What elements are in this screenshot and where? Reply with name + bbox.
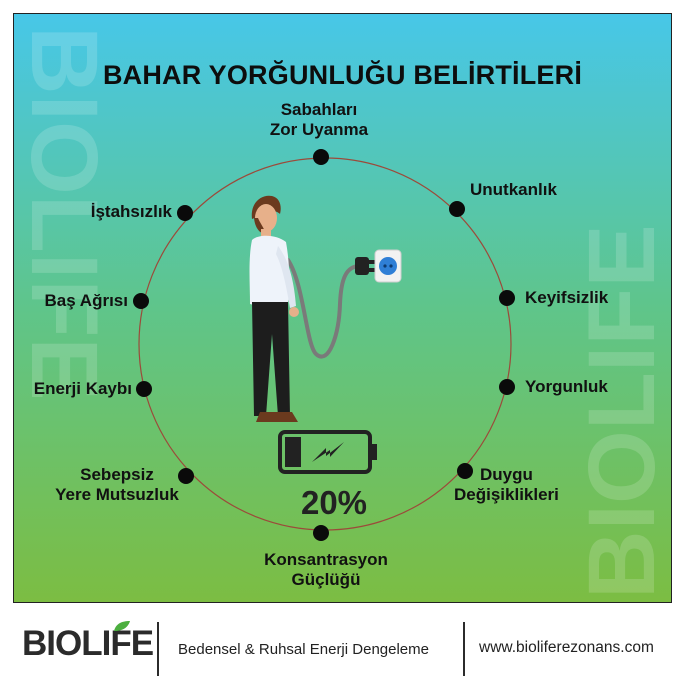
dot-keyifsizlik [499, 290, 515, 306]
footer-logo: BIOLIFE [22, 624, 154, 663]
socket-icon [374, 249, 402, 283]
label-duygu-line1: Duygu [480, 465, 533, 484]
label-unutkanlik: Unutkanlık [470, 180, 557, 199]
footer-divider-2 [463, 622, 465, 676]
watermark-left: BIOLIFE [14, 26, 117, 401]
dot-sabahlari [313, 149, 329, 165]
label-yorgunluk: Yorgunluk [525, 377, 608, 396]
label-keyifsizlik: Keyifsizlik [525, 288, 609, 307]
dot-sebepsiz [178, 468, 194, 484]
label-sebepsiz-line1: Sebepsiz [80, 465, 154, 484]
lightning-icon [312, 442, 344, 462]
plug-icon [355, 257, 375, 275]
man-figure [249, 195, 299, 422]
label-bas: Baş Ağrısı [44, 291, 128, 310]
charging-cable [286, 258, 362, 359]
label-duygu-line2: Değişiklikleri [454, 485, 559, 504]
footer-tagline: Bedensel & Ruhsal Enerji Dengeleme [178, 641, 429, 658]
dot-yorgunluk [499, 379, 515, 395]
label-sabahlari-line1: Sabahları [280, 100, 358, 119]
dot-unutkanlik [449, 201, 465, 217]
label-sebepsiz-line2: Yere Mutsuzluk [55, 485, 179, 504]
label-konsantrasyon-line1: Konsantrasyon [264, 550, 388, 569]
footer-divider-1 [157, 622, 159, 676]
label-sebepsiz: Sebepsiz Yere Mutsuzluk [42, 465, 192, 505]
dot-istah [177, 205, 193, 221]
label-konsantrasyon-line2: Güçlüğü [291, 570, 361, 589]
dot-bas [133, 293, 149, 309]
label-duygu: Duygu Değişiklikleri [454, 465, 559, 505]
label-sabahlari-line2: Zor Uyanma [269, 120, 369, 139]
footer-website-link[interactable]: www.bioliferezonans.com [479, 639, 654, 656]
battery-percent: 20% [300, 484, 368, 521]
background-gradient: BIOLIFE BIOLIFE [14, 14, 672, 602]
watermark-right: BIOLIFE [569, 224, 672, 599]
page-title: BAHAR YORĞUNLUĞU BELİRTİLERİ [102, 60, 583, 90]
dot-konsantrasyon [313, 525, 329, 541]
battery-icon [278, 430, 377, 474]
leaf-icon [114, 621, 130, 631]
infographic-panel: BIOLIFE BIOLIFE [13, 13, 672, 603]
label-enerji: Enerji Kaybı [33, 379, 132, 398]
dot-duygu [457, 463, 473, 479]
battery-fill [285, 437, 301, 467]
dot-enerji [136, 381, 152, 397]
label-konsantrasyon: Konsantrasyon Güçlüğü [226, 550, 426, 590]
label-istah: İştahsızlık [90, 202, 172, 221]
label-sabahlari: Sabahları Zor Uyanma [239, 100, 399, 140]
